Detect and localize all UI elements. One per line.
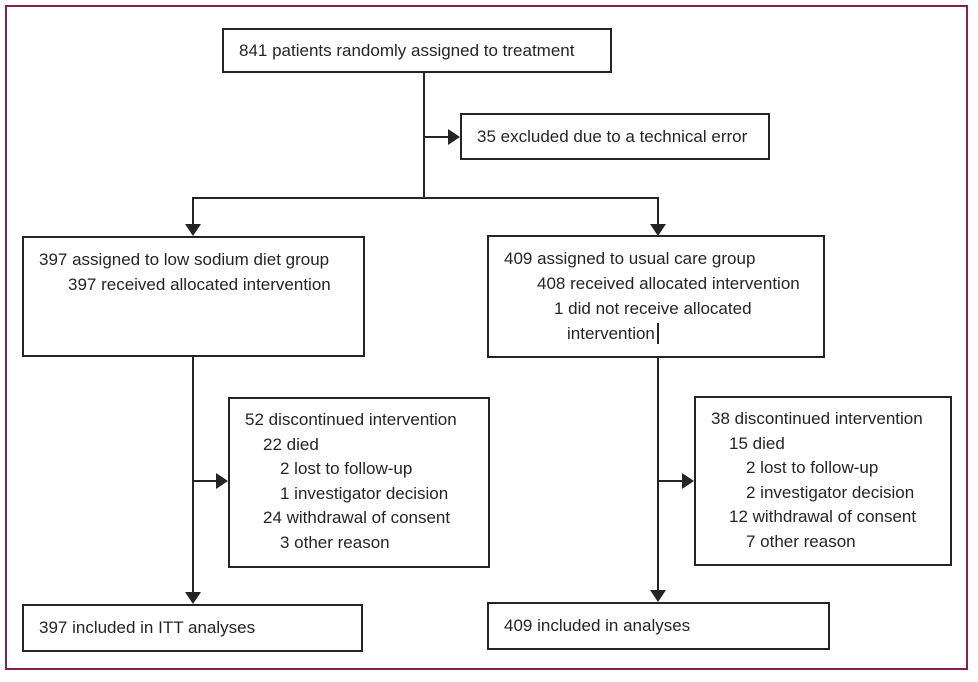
randomized-box: 841 patients randomly assigned to treatm… <box>222 28 612 73</box>
arrowhead-down-left-bottom-icon <box>185 592 201 604</box>
group-line: 408 received allocated intervention <box>537 274 800 293</box>
arrowhead-right-left-discontinued-icon <box>216 473 228 489</box>
arrowhead-down-right-bottom-icon <box>650 590 666 602</box>
discontinued-line: 2 investigator decision <box>746 482 915 502</box>
figure-border <box>5 5 968 670</box>
discontinued-line: 7 other reason <box>746 531 856 551</box>
group-line[interactable]: intervention <box>504 321 819 346</box>
discontinued-line: 22 died <box>263 434 319 454</box>
discontinued-line: 52 discontinued intervention <box>245 410 457 429</box>
discontinued-line: 2 lost to follow-up <box>280 459 413 479</box>
discontinued-line: 2 lost to follow-up <box>746 458 879 478</box>
connector-excluded-horizontal <box>424 136 449 138</box>
discontinued-line: 24 withdrawal of consent <box>263 508 451 528</box>
low-sodium-discontinued-box: 52 discontinued intervention 22 died 2 l… <box>228 397 490 568</box>
discontinued-line: 15 died <box>729 433 785 453</box>
usual-care-group-box: 409 assigned to usual care group 408 rec… <box>487 235 825 358</box>
usual-care-discontinued-box: 38 discontinued intervention 15 died 2 l… <box>694 396 952 566</box>
text-cursor <box>656 323 659 344</box>
connector-right-discontinued-horizontal <box>657 480 682 482</box>
group-line: 397 assigned to low sodium diet group <box>39 250 330 269</box>
low-sodium-group-box: 397 assigned to low sodium diet group 39… <box>22 236 365 357</box>
analyses-box: 409 included in analyses <box>487 602 830 650</box>
connector-right-drop <box>657 197 659 225</box>
arrowhead-down-right-group-icon <box>650 224 666 236</box>
excluded-box: 35 excluded due to a technical error <box>460 113 770 160</box>
group-line-text: intervention <box>567 324 655 343</box>
arrowhead-right-excluded-icon <box>448 129 460 145</box>
connector-left-vertical <box>192 356 194 593</box>
connector-right-vertical <box>657 357 659 591</box>
discontinued-line: 38 discontinued intervention <box>711 409 923 428</box>
discontinued-line: 12 withdrawal of consent <box>729 507 917 527</box>
discontinued-line: 3 other reason <box>280 532 390 552</box>
group-line: 397 received allocated intervention <box>68 275 331 294</box>
arrowhead-down-left-group-icon <box>185 224 201 236</box>
connector-split-horizontal <box>192 197 659 199</box>
connector-top-vertical <box>423 72 425 199</box>
connector-left-drop <box>192 197 194 225</box>
group-line: 1 did not receive allocated <box>554 299 752 318</box>
group-line: 409 assigned to usual care group <box>504 249 756 268</box>
itt-analyses-text: 397 included in ITT analyses <box>39 618 256 637</box>
randomized-text: 841 patients randomly assigned to treatm… <box>239 40 575 60</box>
excluded-text: 35 excluded due to a technical error <box>477 126 748 146</box>
discontinued-line: 1 investigator decision <box>280 483 449 503</box>
itt-analyses-box: 397 included in ITT analyses <box>22 604 363 652</box>
analyses-text: 409 included in analyses <box>504 616 691 635</box>
arrowhead-right-right-discontinued-icon <box>682 473 694 489</box>
connector-left-discontinued-horizontal <box>192 480 216 482</box>
